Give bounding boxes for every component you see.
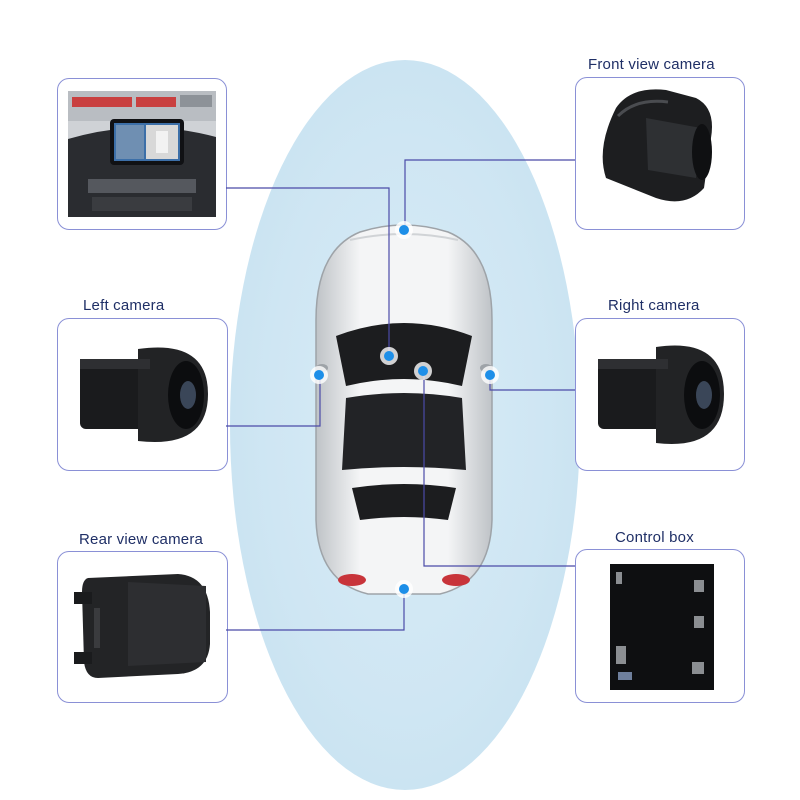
rear-connector-line <box>226 590 405 631</box>
left-camera-box <box>57 318 228 471</box>
control-box-box <box>575 549 745 703</box>
dashboard-display-image <box>68 91 216 217</box>
rear-camera-label: Rear view camera <box>79 531 204 548</box>
front-camera-image <box>602 89 712 202</box>
right-camera-dot <box>481 366 499 384</box>
rear-camera-dot <box>395 580 413 598</box>
control-box-image <box>610 564 714 690</box>
left-connector-line <box>226 376 321 427</box>
dashboard-connector-line <box>226 187 390 356</box>
front-camera-box <box>575 77 745 230</box>
right-camera-box <box>575 318 745 471</box>
right-camera-label: Right camera <box>608 297 700 314</box>
rear-camera-image <box>74 574 210 678</box>
left-camera-image <box>80 347 208 443</box>
rear-camera-box <box>57 551 228 703</box>
front-camera-label: Front view camera <box>588 56 715 73</box>
front-camera-dot <box>395 221 413 239</box>
control-connector-line <box>423 372 575 567</box>
right-connector-line <box>489 376 575 391</box>
control-box-label: Control box <box>615 529 694 546</box>
front-connector-line <box>404 159 575 232</box>
control-box-dot <box>414 362 432 380</box>
display-dot <box>380 347 398 365</box>
left-camera-dot <box>310 366 328 384</box>
dashboard-display-box <box>57 78 227 230</box>
right-camera-image <box>598 345 724 444</box>
left-camera-label: Left camera <box>83 297 165 314</box>
